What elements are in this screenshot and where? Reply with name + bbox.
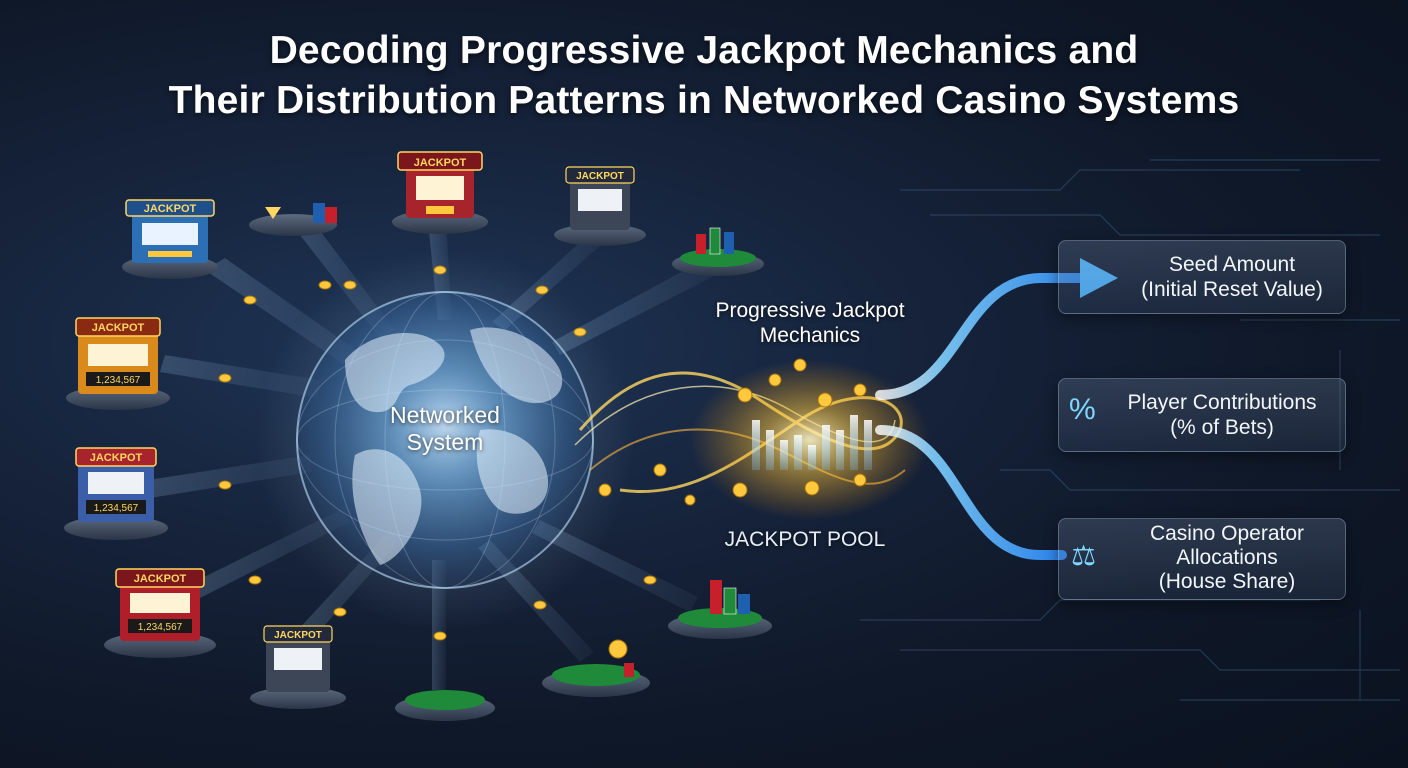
contributions-subtitle: (% of Bets) [1170, 416, 1274, 439]
percent-icon: % [1069, 393, 1096, 426]
roulette-table [542, 639, 650, 697]
seed-subtitle: (Initial Reset Value) [1141, 278, 1323, 301]
flow-seed-arrowhead [1080, 258, 1118, 298]
flow-operator [875, 425, 1067, 560]
operator-title: Casino Operator [1149, 522, 1305, 545]
globe-label-line-2: System [406, 429, 484, 455]
poker-table [672, 227, 764, 276]
seed-text: Seed Amount (Initial Reset Value) [1127, 252, 1337, 302]
seed-title: Seed Amount [1168, 253, 1296, 276]
title-line-1: Decoding Progressive Jackpot Mechanics a… [269, 29, 1139, 72]
globe-label-line-1: Networked [390, 402, 500, 428]
output-panel-seed: Seed Amount (Initial Reset Value) [1058, 240, 1346, 314]
slot-machine: JACKPOT [250, 625, 346, 709]
title-line-2: Their Distribution Patterns in Networked… [168, 79, 1240, 122]
globe [255, 250, 635, 630]
casino-tables [249, 203, 772, 721]
machine-sign: JACKPOT [576, 171, 624, 182]
slot-machines: JACKPOT JACKPOT JACKPOT JACKPOT [64, 151, 646, 709]
slot-machine: JACKPOT [392, 151, 488, 234]
mechanics-label: Progressive Jackpot Mechanics [690, 298, 930, 348]
page-title: Decoding Progressive Jackpot Mechanics a… [0, 26, 1408, 126]
flow-seed [875, 273, 1095, 400]
machine-sign: JACKPOT [414, 157, 467, 169]
operator-title-2: Allocations [1176, 546, 1278, 569]
machine-counter: 1,234,567 [94, 503, 139, 514]
output-panel-operator: ⚖ Casino Operator Allocations (House Sha… [1058, 518, 1346, 600]
contributions-text: Player Contributions (% of Bets) [1107, 390, 1337, 440]
machine-sign: JACKPOT [92, 322, 145, 334]
operator-subtitle: (House Share) [1158, 570, 1296, 593]
pool-label: JACKPOT POOL [724, 528, 886, 551]
globe-label: Networked System [345, 402, 545, 456]
machine-sign: JACKPOT [90, 452, 143, 464]
mechanics-label-line-2: Mechanics [759, 324, 861, 347]
output-panel-contributions: % Player Contributions (% of Bets) [1058, 378, 1346, 452]
machine-sign: JACKPOT [134, 573, 187, 585]
output-flows [875, 258, 1118, 560]
scales-icon: ⚖ [1071, 540, 1097, 571]
contributions-title: Player Contributions [1127, 391, 1317, 414]
slot-machine: JACKPOT 1,234,567 [64, 447, 168, 540]
jackpot-pool [598, 358, 930, 520]
slot-machine: JACKPOT [554, 166, 646, 246]
roulette-table [395, 690, 495, 721]
machine-sign: JACKPOT [274, 630, 322, 641]
mechanics-label-line-1: Progressive Jackpot [715, 299, 905, 322]
circuit-background [860, 159, 1400, 701]
poker-table [668, 580, 772, 639]
machine-counter: 1,234,567 [138, 622, 183, 633]
machine-sign: JACKPOT [144, 203, 197, 215]
operator-text: Casino Operator Allocations (House Share… [1117, 522, 1337, 594]
slot-machine: JACKPOT [122, 199, 218, 279]
slot-machine: JACKPOT 1,234,567 [104, 568, 216, 658]
slot-machine: JACKPOT 1,234,567 [66, 317, 170, 410]
chip-stack [249, 203, 337, 236]
machine-counter: 1,234,567 [96, 375, 141, 386]
